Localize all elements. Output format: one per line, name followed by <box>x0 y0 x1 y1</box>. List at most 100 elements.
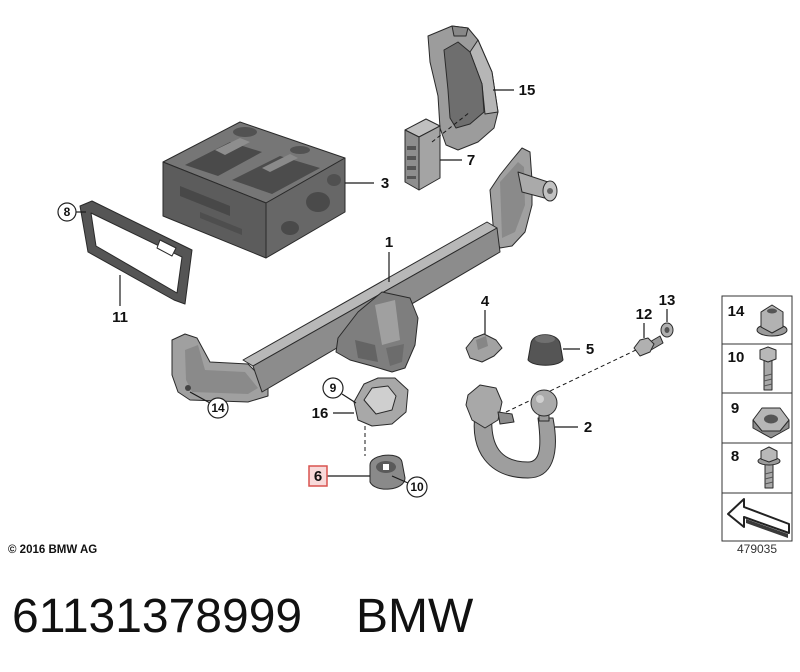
dashed-guide-line <box>431 111 471 143</box>
part-16-holder <box>353 377 409 427</box>
callout-10: 10 <box>410 480 424 494</box>
part-3-side-hole <box>306 192 330 212</box>
part-15-bracket <box>427 25 499 151</box>
part-3-ridge <box>262 154 298 172</box>
legend-row <box>721 492 793 542</box>
callout-5: 5 <box>586 341 594 358</box>
legend-box <box>721 343 793 394</box>
legend-label: 9 <box>731 400 739 417</box>
part-5-highlight <box>535 335 555 343</box>
arrow-outline <box>727 498 790 534</box>
hex-bolt-icon <box>759 346 777 391</box>
part-3-front-recess <box>200 212 242 235</box>
part-1-pin-bolt <box>547 188 553 194</box>
part-7-control-module <box>404 118 441 191</box>
callout-1: 1 <box>385 234 393 251</box>
part-5-cap <box>527 334 564 366</box>
flange-nut-hole <box>767 308 777 314</box>
flange-bolt-icon <box>757 446 781 489</box>
part-7-pin-row <box>407 146 416 150</box>
part-3-side-hole <box>327 174 341 186</box>
hex-bolt-thread <box>763 378 773 382</box>
part-5-body <box>527 334 564 366</box>
part-12-head <box>633 337 655 357</box>
legend-label: 10 <box>728 349 745 366</box>
callout-11: 11 <box>112 309 128 326</box>
hex-bolt-thread <box>763 373 773 377</box>
part-1-right-bracket-face <box>500 162 525 238</box>
callout-4: 4 <box>481 293 490 310</box>
flange-bolt-thread <box>764 476 774 480</box>
part-2-ball-neck <box>465 384 558 479</box>
fastener-arrow-icon <box>727 498 790 538</box>
flange-bolt-head <box>760 446 778 463</box>
callout-9: 9 <box>330 381 337 395</box>
part-3-front-recess <box>180 186 230 216</box>
part-7-pin-row <box>407 176 416 179</box>
legend-row: 10 <box>721 343 793 394</box>
part-4-clip <box>465 333 503 363</box>
part-15-tab <box>451 25 469 37</box>
callout-8: 8 <box>64 205 71 219</box>
callout-2: 2 <box>584 419 592 436</box>
part-1-crossmember <box>171 147 558 403</box>
part-15-slot <box>443 41 485 129</box>
callout-7: 7 <box>467 152 475 169</box>
callout-14: 14 <box>211 401 225 415</box>
legend-row: 9 <box>721 392 793 444</box>
part-3-recess <box>232 156 320 194</box>
legend-box <box>721 442 793 494</box>
part-3-pocket <box>233 127 257 137</box>
flange-bolt-thread <box>764 481 774 485</box>
callouts: 1 2 3 4 5 6 7 8 9 10 11 12 13 14 15 16 <box>57 82 675 498</box>
part-7-pin-row <box>407 166 416 170</box>
dashed-guide-line <box>505 349 637 413</box>
hex-nut-icon <box>752 407 790 439</box>
flange-nut-icon <box>756 304 788 337</box>
part-3-side-hole <box>281 221 299 235</box>
part-2-ball <box>530 389 558 417</box>
part-1-left-bracket-face <box>185 345 258 394</box>
part-16-opening <box>363 385 397 415</box>
callout-12: 12 <box>636 306 653 323</box>
legend-label: 14 <box>728 303 745 320</box>
callout-6-highlight-box <box>308 465 328 487</box>
brand-name: BMW <box>356 590 474 643</box>
callout-circle <box>322 377 344 399</box>
legend-row: 8 <box>721 442 793 494</box>
leader-line <box>189 391 211 404</box>
part-4-body <box>465 333 503 363</box>
leader-line <box>391 475 409 484</box>
part-8-tab <box>156 239 177 257</box>
leader-line <box>341 393 357 404</box>
callout-3: 3 <box>381 175 389 192</box>
hex-bolt-head <box>759 346 777 363</box>
callout-15: 15 <box>519 82 536 99</box>
part-number: 61131378999 <box>12 590 302 643</box>
part-8-frame <box>79 200 193 305</box>
legend-label: 8 <box>731 448 739 465</box>
fastener-legend: 14 10 9 <box>721 295 793 556</box>
part-4-tab <box>476 336 488 350</box>
flange-nut-hex <box>760 304 784 334</box>
part-1-receiver-lower <box>355 340 378 362</box>
part-3-recess <box>185 142 262 176</box>
figure-id: 479035 <box>737 542 777 556</box>
part-1-receiver-lower <box>386 344 404 366</box>
part-13-washer <box>660 322 674 338</box>
callout-6: 6 <box>314 468 322 485</box>
legend-row: 14 <box>721 295 793 345</box>
leader-lines <box>76 89 668 484</box>
hex-bolt-thread <box>763 383 773 387</box>
part-6-key-slot <box>383 464 389 470</box>
flange-bolt-thread <box>764 471 774 475</box>
part-3-storage-tray <box>162 121 346 259</box>
part-6-lock-cylinder <box>369 454 406 490</box>
callout-circle <box>57 202 77 222</box>
hex-nut-hole <box>764 414 778 424</box>
part-2-ball-highlight <box>536 395 544 403</box>
part-3-pocket <box>290 146 310 154</box>
part-12-bolt <box>633 335 664 357</box>
callout-circle <box>207 397 229 419</box>
